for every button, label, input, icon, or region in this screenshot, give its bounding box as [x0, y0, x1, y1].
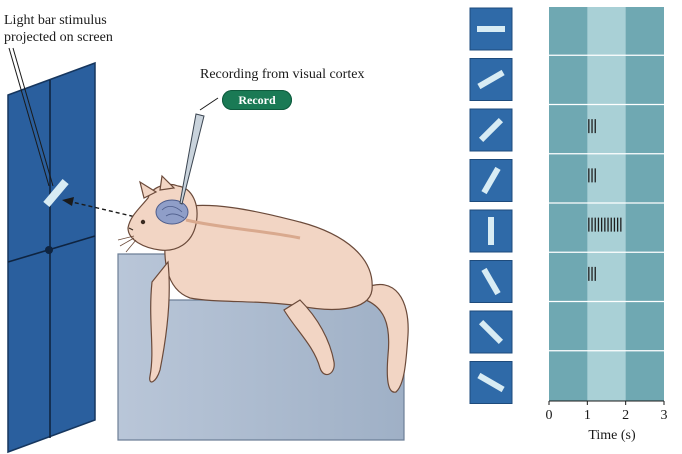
orientation-tile	[469, 108, 513, 152]
orientation-tile	[469, 361, 513, 404]
record-button[interactable]: Record	[222, 90, 292, 110]
orientation-tile	[469, 159, 513, 202]
x-tick-label: 3	[660, 408, 668, 423]
cat	[117, 174, 409, 393]
orientation-bar	[478, 319, 504, 345]
recording-electrode	[179, 97, 219, 205]
orientation-tile	[469, 260, 513, 303]
orientation-tile	[469, 310, 513, 354]
x-tick-label: 2	[622, 408, 630, 423]
orientation-bar	[488, 217, 494, 245]
stimulus-label-line2: projected on screen	[4, 30, 113, 45]
orientation-tiles	[469, 7, 513, 404]
visual-cortex	[155, 199, 189, 225]
orientation-tile	[469, 7, 513, 51]
orientation-tile	[469, 209, 513, 253]
fixation-point	[45, 246, 53, 254]
x-tick-label: 0	[545, 408, 553, 423]
orientation-bar	[481, 267, 501, 296]
x-axis-title: Time (s)	[588, 428, 636, 443]
orientation-bar	[478, 117, 504, 143]
orientation-bar	[477, 69, 505, 90]
x-tick-label: 1	[583, 408, 591, 423]
gaze-arrow	[62, 197, 141, 219]
orientation-bar	[477, 26, 505, 32]
stimulus-leader	[8, 47, 54, 187]
stimulus-period	[587, 7, 626, 401]
recording-label: Recording from visual cortex	[200, 67, 365, 82]
projection-screen	[7, 61, 96, 454]
orientation-tile	[469, 58, 513, 101]
light-bar-stimulus	[43, 178, 69, 208]
orientation-bar	[481, 166, 501, 195]
stimulus-label-line1: Light bar stimulus	[4, 13, 107, 28]
orientation-bar	[477, 372, 505, 393]
spike-raster-plot	[548, 7, 665, 405]
